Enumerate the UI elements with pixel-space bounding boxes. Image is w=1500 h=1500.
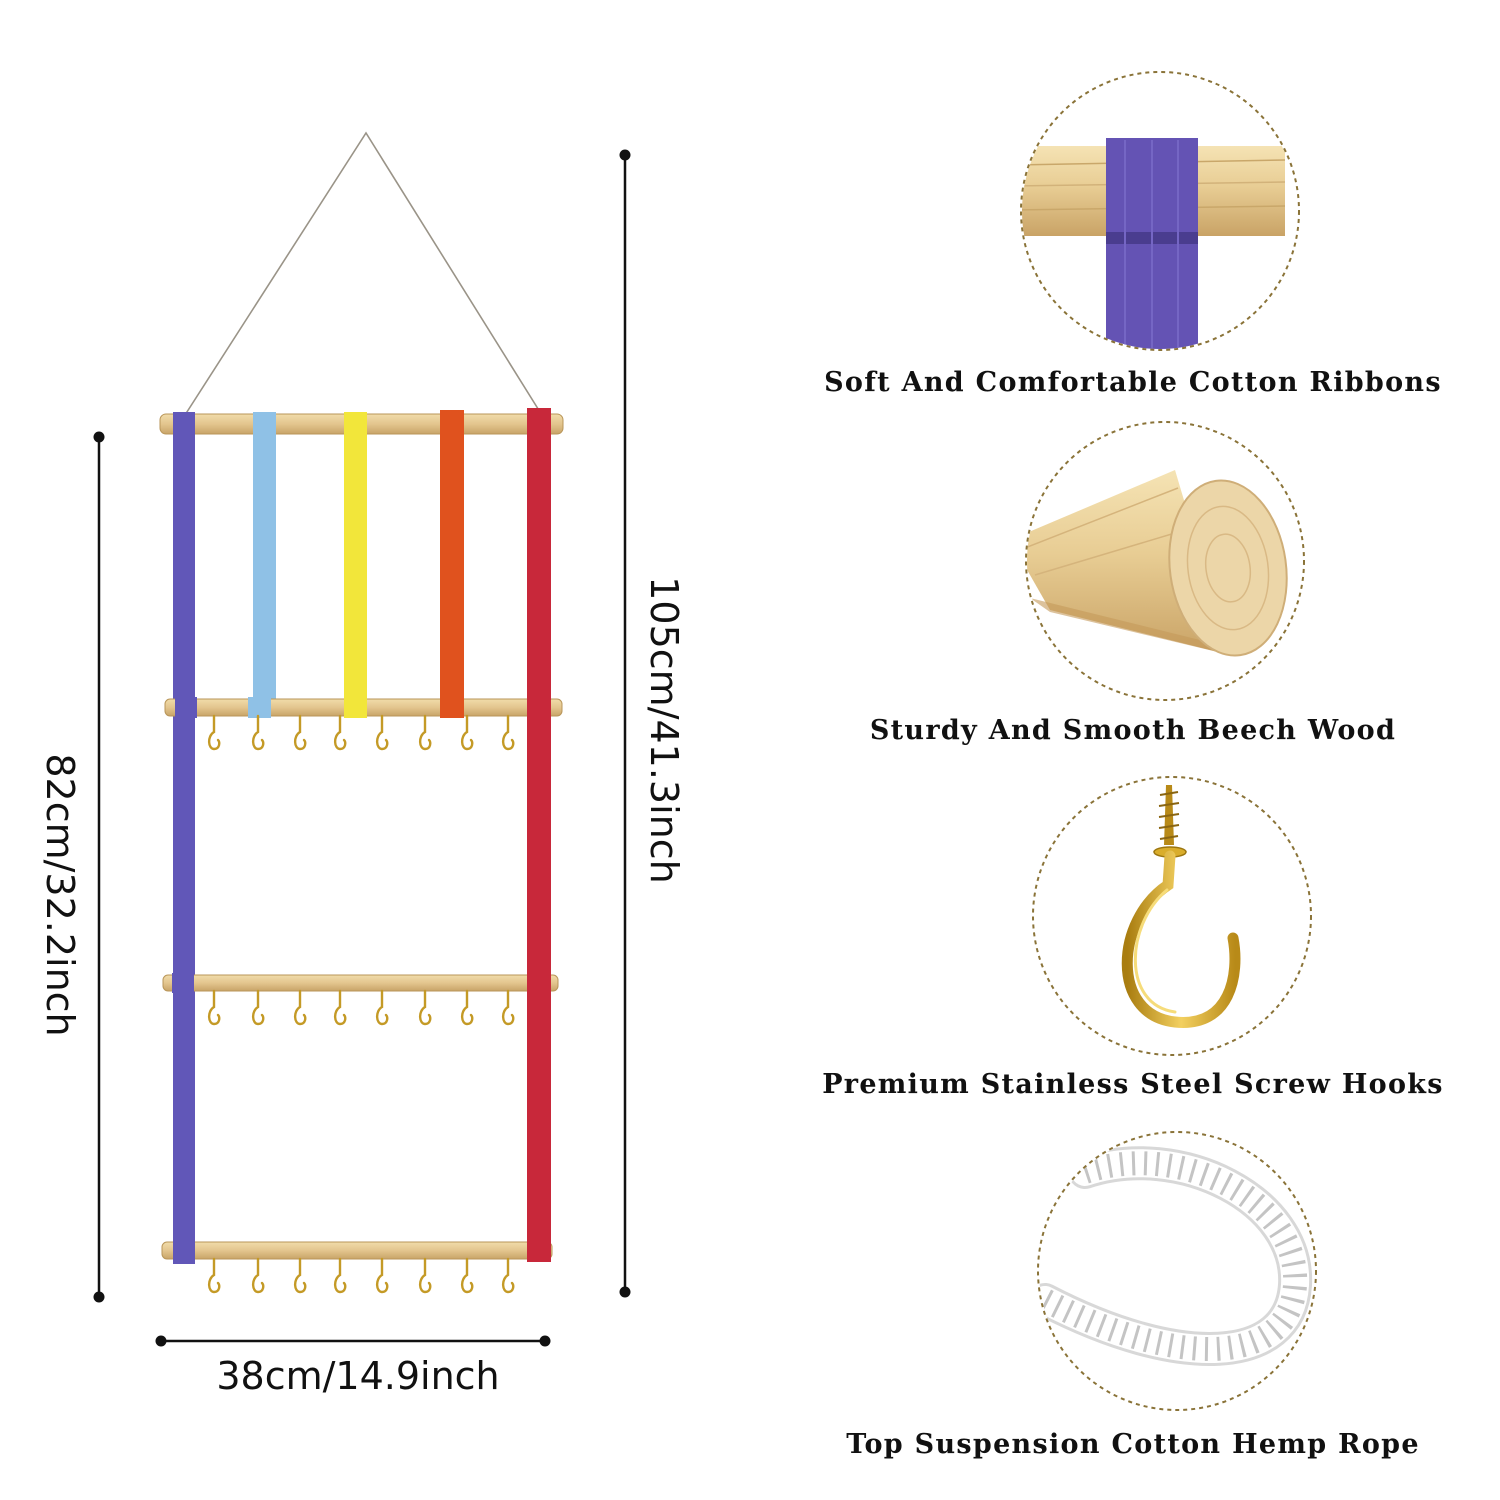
dimension-dot [93,431,105,443]
feature-caption-wood: Sturdy And Smooth Beech Wood [869,715,1397,746]
dashed-border [1037,1131,1317,1411]
screw-hook-icon [1032,776,1312,1056]
third-dowel [162,974,559,992]
ribbon-wrap [173,412,195,436]
feature-caption-hooks: Premium Stainless Steel Screw Hooks [822,1069,1444,1100]
ribbon-wrap [527,1240,551,1261]
small-hook-icon [375,1257,389,1294]
growth-ring [1186,505,1270,631]
ribbon-wrap [173,1240,195,1261]
small-hook-icon [375,989,389,1026]
purple-side-strap [173,416,195,1264]
height-label: 82cm/32.2inch [38,753,82,1037]
ribbon-wrap [253,412,276,436]
light-blue-ribbon [253,414,276,712]
beech-wood-dowel-icon [1025,421,1305,701]
dimension-dot [155,1335,167,1347]
thread-line [1159,791,1179,796]
small-hook-icon [293,714,307,751]
small-hook-icon [293,989,307,1026]
ribbon-wrap [527,697,551,718]
dowel-shadow [1030,598,1230,655]
dashed-border [1032,776,1312,1056]
small-hook-icon [293,1257,307,1294]
small-hook-icon [207,1257,221,1294]
thread-line [1158,824,1180,829]
small-hook-icon [418,1257,432,1294]
small-hook-icon [207,714,221,751]
small-hook-icon [251,714,265,751]
small-hook-icon [333,989,347,1026]
small-hook-icon [333,1257,347,1294]
growth-ring [1204,533,1252,603]
rope-twist [1039,1151,1308,1361]
small-hook-icon [207,989,221,1026]
small-hook-icon [251,989,265,1026]
small-hook-icon [375,714,389,751]
red-side-strap [527,410,551,1262]
hanging-rope [184,131,541,416]
ribbon-wrap [248,697,271,718]
small-hook-icon [501,1257,515,1294]
hemp-rope-icon [1037,1131,1317,1411]
thread-line [1159,835,1179,840]
feature-caption-ribbons: Soft And Comfortable Cotton Ribbons [824,367,1442,398]
dimension-dot [619,1286,631,1298]
ribbon-wrap [175,697,197,718]
yellow-ribbon [344,414,367,712]
thread-line [1158,813,1180,818]
dimension-dot [93,1291,105,1303]
small-hook-icon [460,1257,474,1294]
small-hook-icon [333,714,347,751]
small-hook-icon [418,989,432,1026]
ribbon-wrap [440,697,464,718]
hanging-organizer [159,131,564,1294]
ribbon-wrap [344,412,367,436]
dimension-dot [619,149,631,161]
hook-rows [207,714,515,1294]
dimension-lines [93,149,631,1347]
orange-ribbon [440,412,464,712]
wood-grain [1027,487,1179,549]
ribbon-wrap [527,973,551,993]
hook-curve [1121,850,1241,1028]
small-hook-icon [460,714,474,751]
width-label: 38cm/14.9inch [216,1354,500,1398]
dowel-end-grain [1168,479,1288,657]
small-hook-icon [418,714,432,751]
dimension-dot [539,1335,551,1347]
wood-grain [1034,529,1186,576]
total-height-label: 105cm/41.3inch [642,576,686,884]
small-hook-icon [460,989,474,1026]
cotton-ribbon-icon [1020,71,1300,351]
feature-caption-rope: Top Suspension Cotton Hemp Rope [846,1429,1420,1460]
ribbon-wrap [440,410,464,436]
dashed-border [1025,421,1305,701]
ribbon-wrap [344,697,367,718]
bottom-dowel [161,1241,553,1260]
ribbon-wrap [172,973,194,993]
hook-highlight [1133,888,1177,1014]
thread-line [1158,802,1180,807]
dashed-border [1020,71,1300,351]
ribbon-wrap [527,408,551,436]
small-hook-icon [251,1257,265,1294]
small-hook-icon [501,989,515,1026]
small-hook-icon [501,714,515,751]
